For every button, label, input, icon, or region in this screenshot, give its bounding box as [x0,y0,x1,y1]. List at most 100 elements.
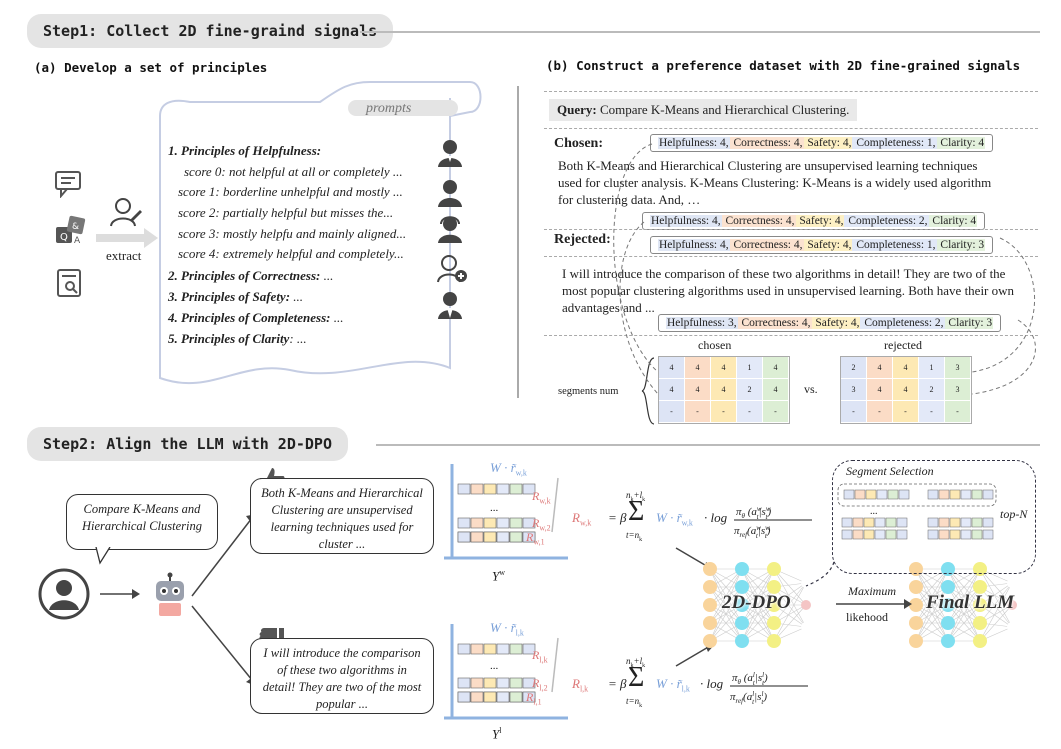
segment-cell [496,483,510,495]
dash-line-3 [544,229,1038,230]
grid-cell: 4 [685,379,711,401]
segment-cell [938,517,950,528]
network-edge [773,582,807,624]
businessman-avatar-icon [438,292,462,319]
network-node [703,580,717,594]
grid-cell: - [841,401,867,423]
network-node [735,580,749,594]
add-user-avatar-icon [437,255,467,283]
network-node [767,634,781,648]
rejected-tag-1: Helpfulness: 4, Correctness: 4, Safety: … [650,236,994,254]
scroll-label: prompts [366,101,412,116]
chart-l-axis: Yl [492,726,502,742]
network-edge [741,568,775,624]
segment-cell [522,677,536,689]
segment-cell [457,483,471,495]
segment-cell [885,529,897,540]
panel-a-title: (a) Develop a set of principles [34,60,268,75]
score-2: score 2: partially helpful but misses th… [178,205,394,220]
network-node [767,580,781,594]
svg-text:A: A [74,236,81,246]
arrow-user-robot [100,589,140,599]
network-node [767,616,781,630]
segment-cell [841,517,853,528]
segment-cell [863,517,875,528]
final-llm-label: Final LLM [926,592,1015,613]
panel-b-connectors [613,143,1036,395]
chart-l-weight: W · r̃l,k [490,620,524,638]
extract-arrow [96,228,158,248]
network-edge [915,604,949,642]
segment-cell [509,531,523,543]
chart-w-dots: ... [490,502,499,514]
maximum-likelihood-arrow [836,599,912,609]
segment-cell [927,517,939,528]
principle-correctness: 2. Principles of Correctness: ... [168,268,334,283]
segment-cell [982,529,994,540]
network-edge [709,568,743,624]
document-search-icon [57,269,81,297]
network-node [941,580,955,594]
segment-cell [863,529,875,540]
chat-icon [55,171,81,198]
principle-safety: 3. Principles of Safety: ... [168,289,304,304]
score-0: score 0: not helpful at all or completel… [184,164,403,179]
model-label-2d-dpo: 2D-DPO [722,592,791,613]
reward-chart-rejected [444,624,568,720]
network-node [767,562,781,576]
grid-cell: 3 [945,379,971,401]
step2-header: Step2: Align the LLM with 2D-DPO [27,427,348,461]
prompts-scroll [159,81,482,385]
segment-cell [457,517,471,529]
network-edge [741,568,775,606]
network-node [1007,578,1017,588]
segment-cell [509,691,523,703]
grid-cell: 4 [659,379,685,401]
segment-cell [896,517,908,528]
segment-cell [470,531,484,543]
segment-cell [483,517,497,529]
chosen-text: Both K-Means and Hierarchical Clustering… [558,158,992,207]
segment-cell [865,489,877,500]
network-edge [915,568,949,624]
chart-l-r2: Rl,2 [532,676,548,693]
segment-cell [522,643,536,655]
chart-l-rk: Rl,k [532,648,548,665]
chart-l-dots: ... [490,660,499,672]
segment-cell [457,531,471,543]
network-edge [979,582,1013,624]
segment-cell [841,529,853,540]
grid-cell: 1 [919,357,945,379]
grid-cell: - [763,401,789,423]
score-3: score 3: mostly helpfu and mainly aligne… [178,226,407,241]
network-node [909,634,923,648]
network-edge [979,568,1013,628]
segment-cell [457,677,471,689]
top-n-label: top-N [1000,507,1028,521]
segment-selection-box [832,460,1036,574]
network-edge [709,604,743,642]
step1-rule [360,31,1040,33]
formula-rejected: Rl,k = β nk+lk Σ t=nk W · r̃l,k · log [572,656,724,709]
network-node [941,562,955,576]
svg-text:πθ (awt|swt): πθ (awt|swt) [736,505,771,521]
grid-cell: - [737,401,763,423]
network-edge [979,582,1013,642]
segment-cell [874,529,886,540]
segment-cell [896,529,908,540]
network-edge [947,568,981,606]
segment-cell [971,489,983,500]
dash-line-1 [544,91,1038,92]
svg-text:&: & [72,222,79,232]
segment-cell [885,517,897,528]
segment-cell [470,483,484,495]
grid-cell: 2 [841,357,867,379]
annotator-icon [110,198,142,227]
grid-cell: 4 [893,357,919,379]
query-bubble: Compare K-Means and Hierarchical Cluster… [66,494,218,550]
grid-cell: 4 [893,379,919,401]
dash-line-2 [544,128,1038,129]
network-node [909,616,923,630]
query-bubble-tail [95,547,111,565]
